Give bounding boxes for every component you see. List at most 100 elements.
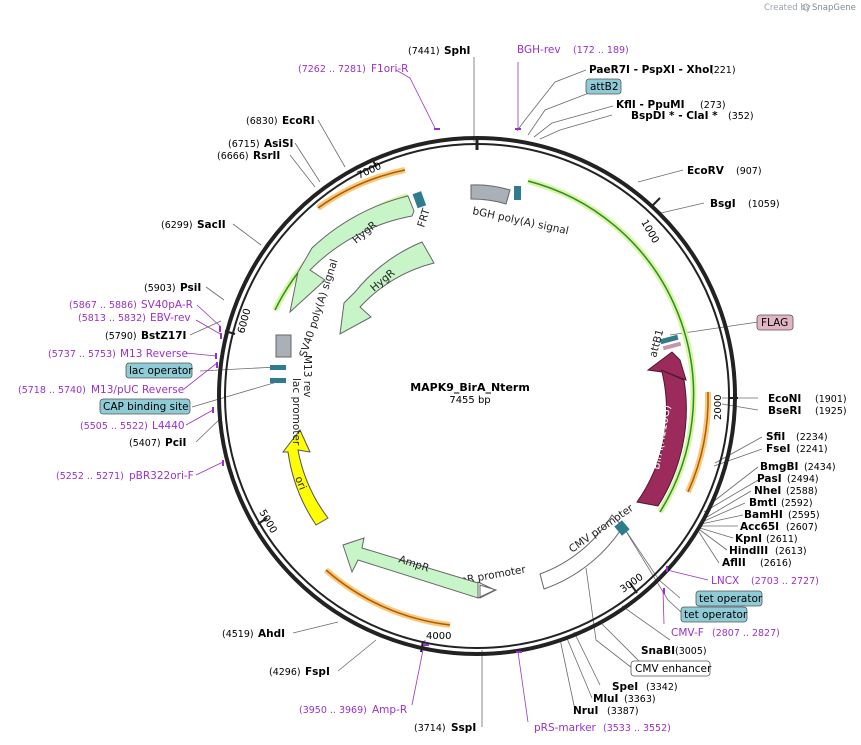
cmv-marker: [614, 520, 630, 536]
hindiii-label: HindIII: [729, 545, 768, 557]
bamhi-label: BamHI: [744, 509, 783, 521]
attb2-marker: [514, 186, 521, 200]
bsgi-pos: (1059): [748, 199, 780, 210]
pcii-pos: (5407): [129, 438, 161, 449]
cmv-enhancer-box: CMV enhancer: [630, 660, 712, 677]
orange-arcs: [316, 167, 712, 628]
m13pucrev-label: M13/pUC Reverse: [91, 384, 184, 396]
created-by-text: Created by: [764, 3, 811, 13]
ecorv-label: EcoRV: [687, 165, 725, 177]
ahdi-pos: (4519): [222, 629, 254, 640]
tick-3000: 3000: [618, 572, 645, 596]
sv40par-label: SV40pA-R: [141, 299, 193, 311]
ampr-primer-pos: (3950 .. 3969): [299, 705, 367, 716]
sspi-pos: (3714): [414, 723, 446, 734]
snapgene-brand: SnapGene: [812, 3, 856, 13]
l4440-pos: (5505 .. 5522): [80, 421, 148, 432]
cap-marker: [270, 378, 286, 383]
tick-1000: 1000: [638, 218, 660, 246]
kfli-label: KflI - PpuMI: [616, 99, 685, 111]
bmti-label: BmtI: [749, 497, 777, 509]
sv40par-pos: (5867 .. 5886): [69, 300, 137, 311]
econi-pos: (1901): [815, 394, 847, 405]
bghrev-pos: (172 .. 189): [573, 45, 629, 56]
asisi-label: AsiSI: [264, 138, 293, 150]
bspdi-label: BspDI * - ClaI *: [631, 110, 718, 122]
ecori-label: EcoRI: [282, 115, 315, 127]
bseri-pos: (1925): [815, 406, 847, 417]
bira-arrow: [636, 351, 687, 507]
hygr-outer-arrow: [289, 195, 415, 314]
aflii-label: AflII: [722, 557, 746, 569]
f1orir-pos: (7262 .. 7281): [298, 64, 366, 75]
tet-operator-box-2: tet operator: [680, 606, 748, 623]
kfli-pos: (273): [700, 100, 726, 111]
mlui-label: MluI: [593, 693, 618, 705]
cap-binding-label: CAP binding site: [103, 401, 189, 413]
tet-operator-label-2: tet operator: [684, 609, 748, 621]
lncx-label: LNCX: [711, 575, 739, 587]
m13rev-label: M13 rev: [301, 355, 313, 398]
pcii-label: PciI: [165, 437, 186, 449]
fsei-pos: (2241): [796, 444, 828, 455]
snabi-pos: (3005): [675, 646, 707, 657]
plasmid-size: 7455 bp: [449, 395, 490, 406]
bghrev-label: BGH-rev: [517, 44, 561, 56]
nrui-pos: (3387): [607, 706, 639, 717]
kpni-pos: (2611): [766, 534, 798, 545]
sacii-label: SacII: [197, 219, 226, 231]
prsmarker-pos: (3533 .. 3552): [603, 723, 671, 734]
sspi-label: SspI: [451, 722, 476, 734]
sv40-polya-box: [275, 334, 292, 358]
nhei-pos: (2588): [786, 486, 818, 497]
sphi-pos: (7441): [408, 46, 440, 57]
pbr322orif-label: pBR322ori-F: [129, 470, 194, 482]
tet-operator-label-1: tet operator: [699, 593, 763, 605]
hygr-inner-arrow: [339, 241, 435, 335]
frt-label: FRT: [415, 207, 432, 229]
bseri-label: BseRI: [768, 405, 801, 417]
sacii-pos: (6299): [161, 220, 193, 231]
sfii-pos: (2234): [796, 432, 828, 443]
fspi-pos: (4296): [269, 667, 301, 678]
l4440-label: L4440: [152, 420, 185, 432]
attb2-box-label: attB2: [590, 81, 619, 93]
fspi-label: FspI: [305, 666, 330, 678]
m13reverse-label: M13 Reverse: [120, 348, 188, 360]
ahdi-label: AhdI: [258, 628, 285, 640]
tick-4000: 4000: [426, 631, 451, 642]
sphi-label: SphI: [444, 45, 470, 57]
cap-binding-box: CAP binding site: [99, 398, 191, 415]
flag-box: FLAG: [756, 314, 794, 331]
pasi-pos: (2494): [787, 474, 819, 485]
attb1-marker: [659, 334, 679, 345]
flag-box-label: FLAG: [761, 317, 788, 329]
spei-label: SpeI: [612, 681, 638, 693]
econi-label: EcoNI: [768, 393, 801, 405]
pasi-label: PasI: [757, 473, 782, 485]
ori-arrow: [281, 429, 329, 526]
ebvrev-pos: (5813 .. 5832): [78, 313, 146, 324]
lncx-pos: (2703 .. 2727): [751, 576, 819, 587]
ampr-primer-label: Amp-R: [372, 704, 407, 716]
acc65i-label: Acc65I: [740, 521, 779, 533]
primer-marks: [212, 128, 668, 653]
cmvf-label: CMV-F: [671, 627, 704, 639]
bspdi-pos: (352): [728, 111, 754, 122]
flag-marker: [662, 341, 682, 351]
hindiii-pos: (2613): [775, 546, 807, 557]
nrui-label: NruI: [573, 705, 598, 717]
ampr-arrow: [342, 537, 479, 599]
psii-pos: (5903): [144, 283, 176, 294]
bamhi-pos: (2595): [788, 510, 820, 521]
tet-operator-box-1: tet operator: [695, 590, 763, 607]
bmti-pos: (2592): [781, 498, 813, 509]
rsrii-pos: (6666): [217, 151, 249, 162]
acc65i-pos: (2607): [786, 522, 818, 533]
fsei-label: FseI: [766, 443, 790, 455]
kpni-label: KpnI: [735, 533, 762, 545]
f1orir-label: F1ori-R: [371, 63, 408, 75]
lac-operator-box: lac operator: [125, 362, 193, 379]
ori-label: ori: [292, 475, 308, 492]
snapgene-logo-icon: [802, 3, 810, 11]
